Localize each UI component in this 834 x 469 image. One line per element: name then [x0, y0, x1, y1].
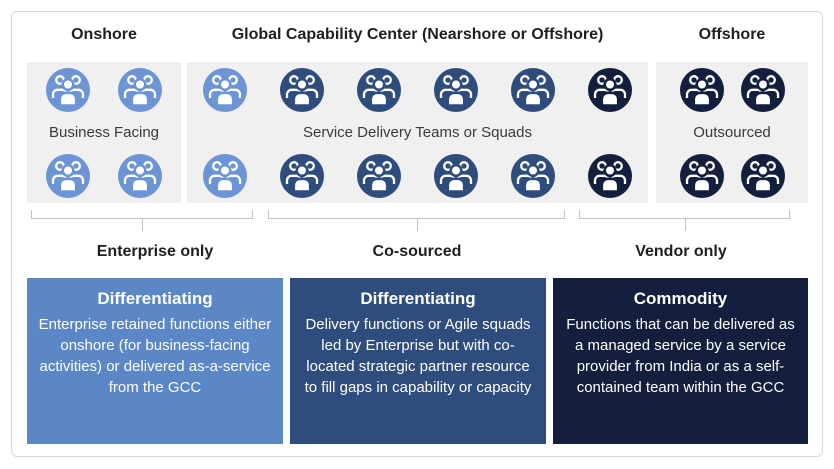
- team-icon: [679, 68, 724, 112]
- bracket-label-enterprise-only: Enterprise only: [96, 243, 214, 260]
- team-icon-row: [656, 68, 808, 112]
- team-icon-row: [27, 68, 181, 112]
- bracket-stem: [142, 218, 143, 231]
- team-icon: [280, 68, 324, 112]
- header-offshore: Offshore: [698, 26, 766, 43]
- info-box-title: Differentiating: [360, 289, 476, 308]
- team-icon: [740, 68, 785, 112]
- panel-onshore-label: Business Facing: [48, 124, 160, 141]
- team-icon-row: [187, 154, 648, 198]
- team-icon: [203, 68, 247, 112]
- team-icon: [357, 68, 401, 112]
- info-box-commodity: Commodity Functions that can be delivere…: [553, 278, 808, 444]
- team-icon: [740, 154, 785, 198]
- team-icon: [434, 154, 478, 198]
- header-gcc: Global Capability Center (Nearshore or O…: [231, 26, 604, 43]
- team-icon-row: [27, 154, 181, 198]
- bracket-co-sourced: [268, 210, 565, 231]
- info-box-title: Commodity: [633, 289, 728, 308]
- info-box-title: Differentiating: [97, 289, 213, 308]
- team-icon: [588, 154, 632, 198]
- team-icon: [588, 68, 632, 112]
- info-box-body: Functions that can be delivered as a man…: [566, 316, 795, 396]
- panel-gcc-label: Service Delivery Teams or Squads: [303, 124, 532, 141]
- bracket-stem: [684, 218, 686, 231]
- header-onshore: Onshore: [71, 26, 137, 43]
- bracket-enterprise-only: [31, 210, 253, 231]
- bracket-label-co-sourced: Co-sourced: [372, 243, 462, 260]
- team-icon: [46, 154, 90, 198]
- panel-onshore: Business Facing: [27, 62, 181, 203]
- team-icon-row: [187, 68, 648, 112]
- panel-offshore-label: Outsourced: [693, 124, 771, 141]
- team-icon-row: [656, 154, 808, 198]
- team-icon: [511, 154, 555, 198]
- info-box-differentiating-cosourced: Differentiating Delivery functions or Ag…: [290, 278, 546, 444]
- bracket-label-vendor-only: Vendor only: [635, 243, 727, 260]
- info-box-body: Delivery functions or Agile squads led b…: [304, 316, 532, 396]
- team-icon: [46, 68, 90, 112]
- panel-offshore: Outsourced: [656, 62, 808, 203]
- team-icon: [511, 68, 555, 112]
- team-icon: [434, 68, 478, 112]
- info-box-body: Enterprise retained functions either ons…: [38, 316, 272, 396]
- team-icon: [118, 68, 162, 112]
- team-icon: [357, 154, 401, 198]
- bracket-vendor-only: [579, 210, 790, 231]
- team-icon: [280, 154, 324, 198]
- team-icon: [203, 154, 247, 198]
- team-icon: [118, 154, 162, 198]
- info-box-differentiating-enterprise: Differentiating Enterprise retained func…: [27, 278, 283, 444]
- team-icon: [679, 154, 724, 198]
- bracket-stem: [416, 218, 418, 231]
- panel-gcc: Service Delivery Teams or Squads: [187, 62, 648, 203]
